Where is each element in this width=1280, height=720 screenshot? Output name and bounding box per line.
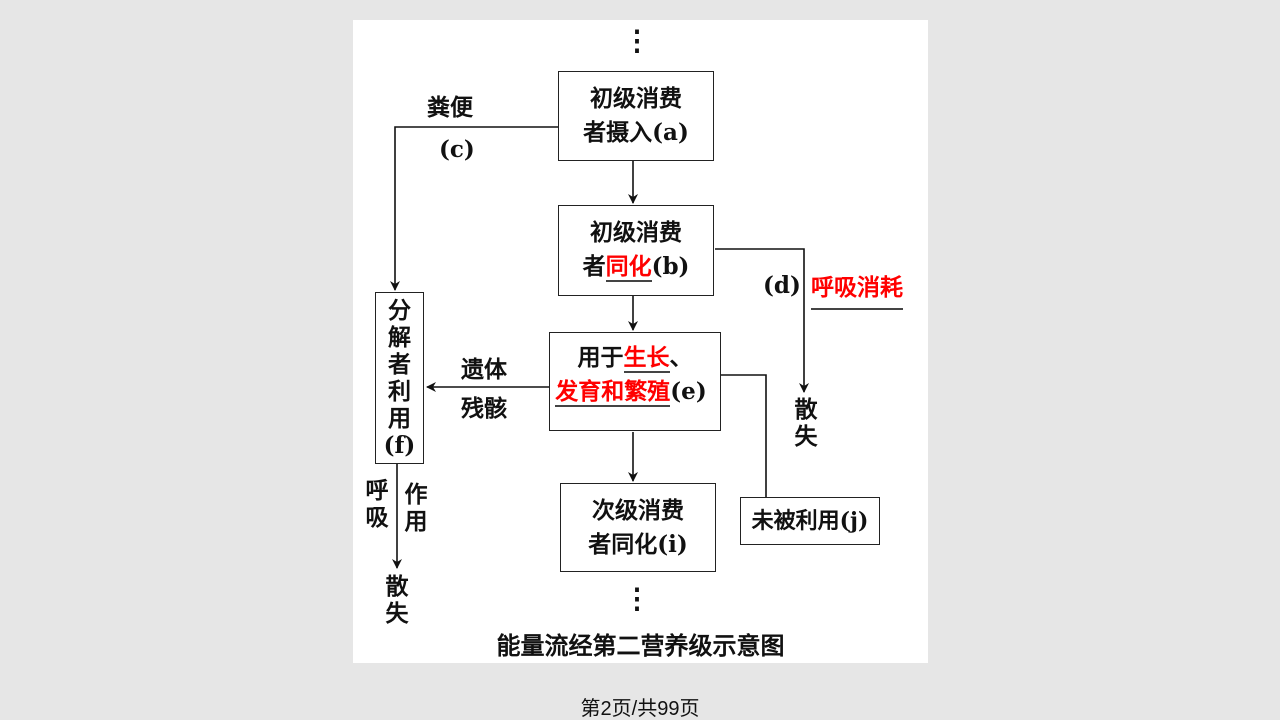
dissipate-char: 失 [794,423,818,450]
box-unused: 未被利用(j) [740,497,880,545]
remains-line1: 遗体 [461,356,507,383]
highlight-assimilation: 同化 [605,254,652,282]
feces-label: 粪便 [427,94,473,121]
respiration-column-1: 呼 吸 [364,477,390,531]
primary-assimilation-line2: 者同化(b) [559,250,713,284]
box-primary-assimilation: 初级消费 者同化(b) [558,205,714,296]
respiration-char: 呼 [365,477,389,504]
growth-prefix: 用于 [577,344,624,371]
growth-suffix: (e) [670,378,707,405]
primary-intake-line1: 初级消费 [590,85,682,112]
growth-punct: 、 [669,344,693,371]
decomposer-char: 用 [388,405,411,432]
dissipate-left: 散 失 [384,573,410,627]
respiration-column-2: 作 用 [403,481,429,535]
primary-assimilation-line1: 初级消费 [590,219,682,246]
box-decomposer: 分 解 者 利 用 (f) [375,292,424,464]
highlight-respiration: 呼吸消耗 [811,274,903,310]
remains-line2: 残骸 [461,395,507,422]
ellipsis-bottom: ⋮ [623,582,651,615]
box-growth-reproduction: 用于生长、 发育和繁殖(e) [549,332,721,431]
unused-label: 未被利用(j) [751,508,869,534]
respiration-code: (d) [763,272,801,299]
decomposer-char: 利 [388,378,411,405]
action-char: 作 [404,481,428,508]
box-primary-intake: 初级消费 者摄入(a) [558,71,714,161]
primary-assimilation-prefix: 者 [582,253,606,280]
arrow-respiration [715,248,809,393]
growth-line2: 发育和繁殖(e) [542,375,720,409]
arrow-feces [390,126,558,291]
primary-intake-line2: 者摄入(a) [583,119,689,146]
action-char: 用 [404,508,428,535]
line-to-unused [720,374,767,497]
respiration-highlight-wrap: 呼吸消耗 [811,274,903,310]
dissipate-right: 散 失 [793,396,819,450]
dissipate-char: 失 [385,600,409,627]
page-indicator: 第2页/共99页 [580,698,700,720]
dissipate-char: 散 [385,573,409,600]
highlight-development-reproduction: 发育和繁殖 [555,379,671,407]
growth-line1: 用于生长、 [550,341,720,375]
box-secondary-assimilation: 次级消费 者同化(i) [560,483,716,572]
respiration-char: 吸 [365,504,389,531]
decomposer-char: 者 [388,351,411,378]
decomposer-char: (f) [383,432,416,459]
diagram-caption: 能量流经第二营养级示意图 [496,631,785,660]
primary-assimilation-suffix: (b) [651,253,690,280]
secondary-line1: 次级消费 [592,497,684,524]
diagram-panel: ⋮ 初级消费 者摄入(a) 初级消费 者同化(b) 用于生长、 发育和繁殖(e)… [353,20,928,663]
dissipate-char: 散 [794,396,818,423]
decomposer-char: 分 [388,297,411,324]
flow-arrows [390,126,809,569]
decomposer-char: 解 [388,324,411,351]
ellipsis-top: ⋮ [623,24,651,57]
secondary-line2: 者同化(i) [588,531,688,558]
feces-code: (c) [439,136,475,163]
highlight-growth: 生长 [623,345,670,373]
